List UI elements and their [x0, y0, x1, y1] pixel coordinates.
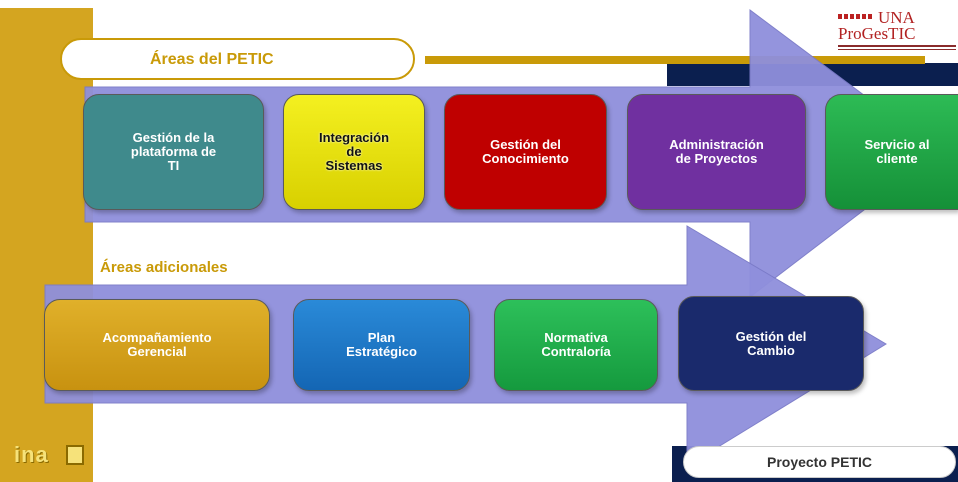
- page-title: Áreas del PETIC: [150, 51, 274, 68]
- area-label: Gestión del Conocimiento: [482, 137, 569, 166]
- logo-underline: [838, 45, 956, 47]
- additional-box-acompanamiento[interactable]: Acompañamiento Gerencial: [44, 299, 270, 391]
- area-label: Administración de Proyectos: [669, 137, 764, 166]
- ina-logo-text: ina: [14, 442, 49, 467]
- additional-box-plan[interactable]: Plan Estratégico: [293, 299, 470, 391]
- area-box-integracion[interactable]: Integración de Sistemas: [283, 94, 425, 210]
- title-pill: Áreas del PETIC: [60, 38, 415, 80]
- footer-pill: Proyecto PETIC: [683, 446, 956, 478]
- additional-label: Acompañamiento Gerencial: [102, 330, 212, 359]
- ina-logo-square-icon: [66, 445, 84, 465]
- ina-logo: ina: [14, 440, 92, 470]
- gold-header-line: [425, 56, 925, 64]
- logo-stripes-icon: [838, 14, 874, 19]
- logo-line2: ProGesTIC: [838, 24, 916, 43]
- area-box-conocimiento[interactable]: Gestión del Conocimiento: [444, 94, 607, 210]
- additional-label: Plan Estratégico: [346, 330, 417, 359]
- area-box-plataforma[interactable]: Gestión de la plataforma de TI: [83, 94, 264, 210]
- area-label: Integración de Sistemas: [318, 130, 390, 173]
- additional-label: Gestión del Cambio: [735, 328, 807, 358]
- additional-box-normativa[interactable]: Normativa Contraloría: [494, 299, 658, 391]
- area-label: Gestión de la plataforma de TI: [130, 130, 217, 173]
- logo-line1: UNA: [878, 8, 915, 27]
- area-box-proyectos[interactable]: Administración de Proyectos: [627, 94, 806, 210]
- white-band: [93, 252, 688, 285]
- area-label: Servicio al cliente: [864, 137, 930, 166]
- footer-label: Proyecto PETIC: [766, 454, 873, 470]
- additional-title: Áreas adicionales: [100, 259, 228, 276]
- logo-underline-2: [838, 49, 956, 50]
- additional-box-cambio[interactable]: Gestión del Cambio: [678, 296, 864, 391]
- progestic-logo: UNA ProGesTIC: [838, 8, 956, 58]
- area-box-servicio[interactable]: Servicio al cliente: [825, 94, 958, 210]
- additional-label: Normativa Contraloría: [541, 330, 611, 359]
